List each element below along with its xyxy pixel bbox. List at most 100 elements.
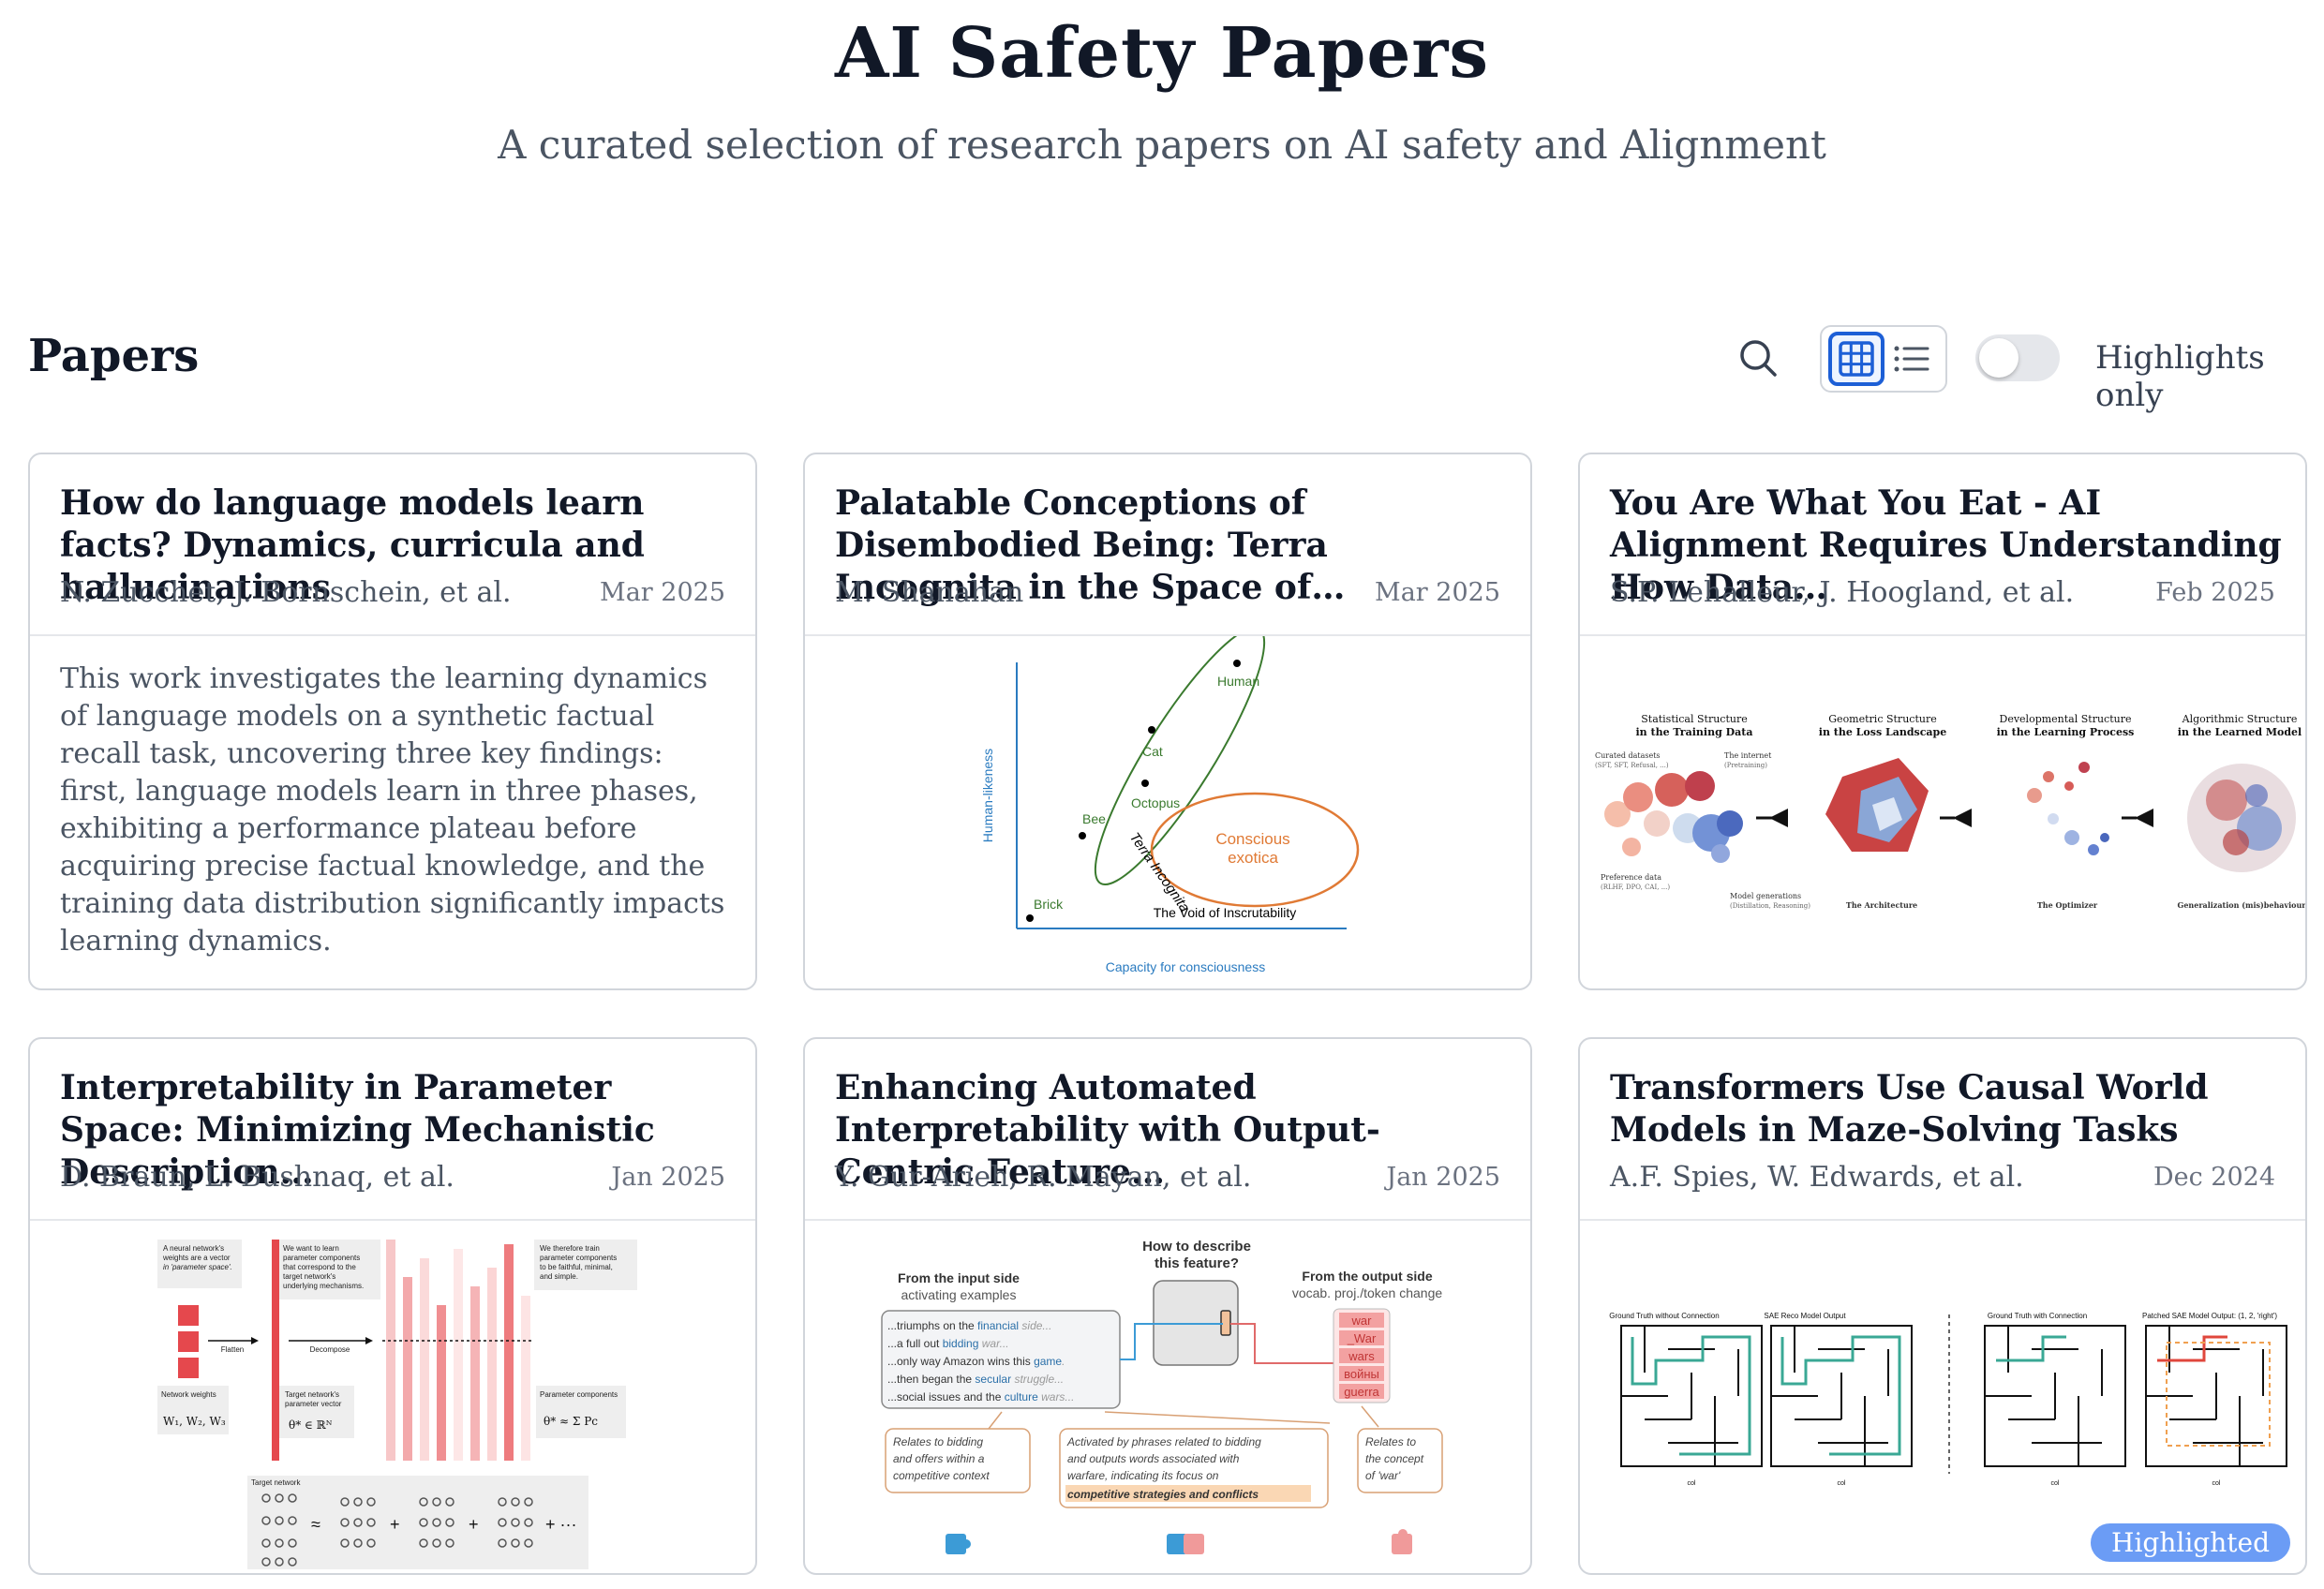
- highlighted-badge: Highlighted: [2091, 1523, 2290, 1562]
- figure-label: Target network's: [285, 1390, 339, 1399]
- figure-caption: The Architecture: [1846, 900, 1917, 910]
- point-label: Bee: [1082, 811, 1106, 826]
- paper-abstract: This work investigates the learning dyna…: [60, 662, 725, 958]
- paper-card[interactable]: How do language models learn facts? Dyna…: [28, 453, 757, 990]
- svg-text:...triumphs on the financial s: ...triumphs on the financial side...: [887, 1319, 1051, 1332]
- paper-date: Mar 2025: [1375, 578, 1500, 607]
- card-body: A neural network's weights are a vector …: [30, 1221, 755, 1573]
- list-view-button[interactable]: [1885, 332, 1941, 386]
- paper-date: Dec 2024: [2153, 1163, 2275, 1192]
- svg-text:col: col: [2212, 1480, 2221, 1487]
- svg-text:col: col: [1838, 1480, 1846, 1487]
- paper-figure: Ground Truth without Connection col SAE …: [1609, 1312, 2287, 1487]
- figure-label: Target network: [251, 1478, 301, 1487]
- paper-title[interactable]: Palatable Conceptions of Disembodied Bei…: [835, 483, 1346, 607]
- stage-title: Geometric Structure: [1828, 713, 1936, 725]
- stage-subtitle: in the Learning Process: [1997, 726, 2135, 738]
- figure-question: How to describe: [1142, 1239, 1251, 1255]
- figure-note: A neural network's: [163, 1244, 224, 1253]
- svg-text:and outputs words associated w: and outputs words associated with: [1067, 1452, 1240, 1465]
- figure-label: Flatten: [221, 1345, 244, 1354]
- svg-text:Relates to: Relates to: [1365, 1435, 1416, 1448]
- y-axis-label: Human-likeness: [980, 749, 995, 842]
- paper-title[interactable]: Enhancing Automated Interpretability wit…: [835, 1068, 1380, 1192]
- svg-text:the concept: the concept: [1365, 1452, 1424, 1465]
- card-body: How to describe this feature? From the i…: [805, 1221, 1530, 1573]
- figure-note: The internet: [1724, 751, 1772, 760]
- output-heading: From the output side: [1302, 1269, 1432, 1284]
- region-label: Conscious: [1215, 830, 1289, 848]
- stage-title: Statistical Structure: [1641, 713, 1748, 725]
- svg-text:...then began the secular stru: ...then began the secular struggle...: [887, 1373, 1064, 1386]
- svg-text:war: war: [1351, 1314, 1373, 1328]
- grid-view-button[interactable]: [1828, 332, 1885, 386]
- grid-icon: [1839, 341, 1874, 377]
- svg-text:of 'war': of 'war': [1365, 1469, 1401, 1482]
- figure-label: Decompose: [310, 1345, 350, 1354]
- stage-subtitle: in the Training Data: [1636, 726, 1753, 738]
- formula: W₁, W₂, W₃: [163, 1415, 226, 1428]
- figure-note: and simple.: [540, 1272, 578, 1281]
- paper-card[interactable]: Enhancing Automated Interpretability wit…: [803, 1037, 1532, 1575]
- figure-label: parameter vector: [285, 1400, 342, 1408]
- data-scatter: [1604, 771, 1743, 863]
- svg-text:Patched SAE Model Output: (1,: Patched SAE Model Output: (1, 2, 'right'…: [2142, 1312, 2277, 1320]
- paper-title[interactable]: Interpretability in Parameter Space: Min…: [60, 1068, 655, 1192]
- network-diagrams: [261, 1493, 533, 1567]
- svg-text:wars: wars: [1348, 1349, 1375, 1363]
- svg-text:competitive context: competitive context: [893, 1469, 990, 1482]
- svg-text:войны: войны: [1344, 1367, 1379, 1381]
- figure-note: weights are a vector: [162, 1254, 231, 1262]
- card-header: You Are What You Eat - AI Alignment Requ…: [1580, 454, 2305, 636]
- svg-text:and offers within a: and offers within a: [893, 1452, 985, 1465]
- x-axis-label: Capacity for consciousness: [1106, 959, 1265, 974]
- search-button[interactable]: [1736, 335, 1782, 382]
- paper-date: Jan 2025: [1386, 1163, 1500, 1192]
- point-label: Octopus: [1131, 795, 1180, 810]
- svg-text:Relates to bidding: Relates to bidding: [893, 1435, 983, 1448]
- view-toggle: [1820, 325, 1947, 393]
- svg-text:Ground Truth with Connection: Ground Truth with Connection: [1988, 1312, 2087, 1320]
- search-icon: [1740, 340, 1777, 377]
- svg-text:SAE Reco Model Output: SAE Reco Model Output: [1764, 1312, 1846, 1320]
- figure-note: Curated datasets: [1595, 751, 1661, 760]
- card-body: Human-likeness Capacity for consciousnes…: [805, 636, 1530, 988]
- paper-figure: A neural network's weights are a vector …: [157, 1240, 637, 1569]
- figure-caption: Generalization (mis)behaviour: [2177, 900, 2306, 910]
- highlights-switch[interactable]: [1975, 334, 2060, 381]
- paper-card[interactable]: You Are What You Eat - AI Alignment Requ…: [1578, 453, 2307, 990]
- figure-note: (RLHF, DPO, CAI, ...): [1601, 884, 1670, 891]
- region-label: exotica: [1228, 849, 1278, 867]
- card-header: Enhancing Automated Interpretability wit…: [805, 1039, 1530, 1221]
- site-subtitle: A curated selection of research papers o…: [498, 122, 1826, 168]
- input-subheading: activating examples: [901, 1287, 1017, 1302]
- formula: θ* ≈ Σ Pc: [544, 1415, 598, 1428]
- figure-note: Model generations: [1730, 892, 1801, 900]
- loss-landscape: [1825, 758, 1929, 852]
- svg-text:+: +: [469, 1515, 479, 1534]
- point-label: Cat: [1142, 744, 1163, 759]
- figure-note: to be faithful, minimal,: [540, 1263, 613, 1271]
- svg-text:guerra: guerra: [1344, 1385, 1379, 1399]
- output-tokens: war _War wars войны guerra: [1339, 1313, 1384, 1399]
- paper-card[interactable]: Interpretability in Parameter Space: Min…: [28, 1037, 757, 1575]
- puzzle-icon: [1392, 1529, 1412, 1554]
- switch-knob: [1979, 338, 2019, 378]
- component-matrix: [382, 1240, 532, 1461]
- paper-title[interactable]: How do language models learn facts? Dyna…: [60, 483, 645, 607]
- card-body: This work investigates the learning dyna…: [30, 636, 755, 988]
- paper-card[interactable]: Palatable Conceptions of Disembodied Bei…: [803, 453, 1532, 990]
- learned-model: [2187, 764, 2296, 872]
- paper-date: Mar 2025: [600, 578, 725, 607]
- stage-subtitle: in the Learned Model: [2178, 726, 2302, 738]
- paper-title[interactable]: You Are What You Eat - AI Alignment Requ…: [1610, 483, 2282, 607]
- paper-title[interactable]: Transformers Use Causal World Models in …: [1610, 1068, 2209, 1150]
- paper-authors: D. Braun, L. Bushnaq, et al.: [60, 1161, 454, 1194]
- svg-text:col: col: [2051, 1480, 2060, 1487]
- paper-card[interactable]: Transformers Use Causal World Models in …: [1578, 1037, 2307, 1575]
- paper-figure: Statistical Structure in the Training Da…: [1595, 713, 2306, 910]
- svg-text:Ground Truth without Connectio: Ground Truth without Connection: [1609, 1312, 1719, 1320]
- activating-examples: ...triumphs on the financial side... ...…: [887, 1319, 1074, 1403]
- svg-text:≈: ≈: [311, 1515, 320, 1534]
- maze-panel: Ground Truth with Connection col: [1984, 1312, 2126, 1487]
